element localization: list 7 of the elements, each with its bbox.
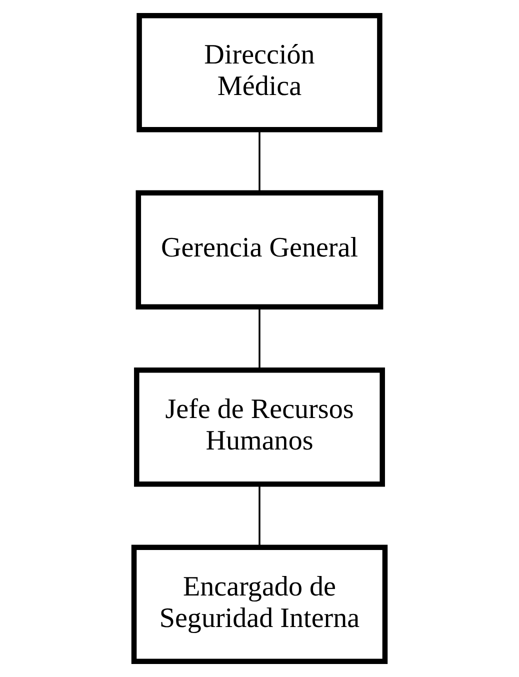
node-box: Dirección Médica bbox=[136, 12, 382, 132]
node-box: Gerencia General bbox=[136, 190, 384, 310]
connector bbox=[258, 484, 260, 547]
node-box: Encargado de Seguridad Interna bbox=[131, 544, 388, 664]
connector bbox=[258, 306, 260, 370]
node-box: Jefe de Recursos Humanos bbox=[134, 367, 385, 487]
connector bbox=[258, 130, 260, 192]
